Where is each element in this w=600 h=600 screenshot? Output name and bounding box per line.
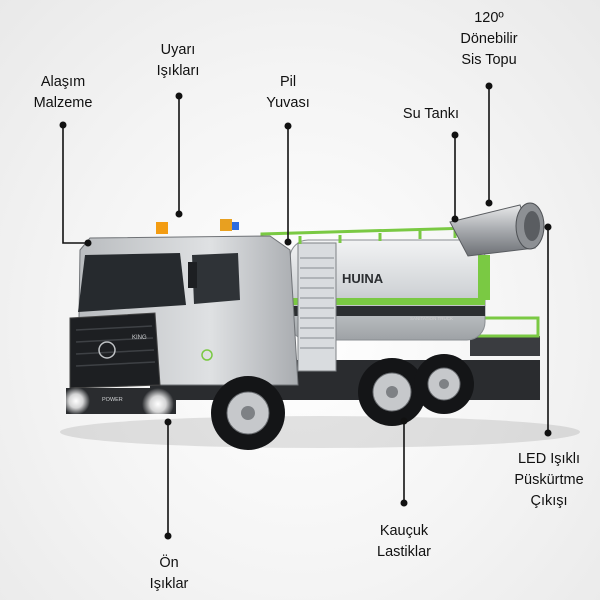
callout-alloy <box>59 121 92 247</box>
rear-platform <box>470 336 540 356</box>
grille-logo <box>98 341 116 359</box>
callout-front-lights <box>164 418 172 540</box>
front-wheel <box>211 376 285 450</box>
bumper-power-text: POWER <box>102 397 123 403</box>
label-water-tank: Su Tankı <box>402 106 460 122</box>
tank-sanitation-text: SANITATION TRUCK <box>410 316 453 321</box>
recycle-icon <box>201 349 213 361</box>
battery-door <box>300 257 334 349</box>
fog-cannon <box>449 202 545 300</box>
beacon-left <box>156 222 168 234</box>
callout-fog-cannon <box>485 82 493 207</box>
beacon-blue <box>232 222 239 230</box>
rear-wheel-2 <box>414 354 474 414</box>
headlight-right <box>142 388 174 420</box>
water-tank: HUINA SANITATION TRUCK <box>289 239 486 372</box>
side-window <box>192 253 240 304</box>
callout-rubber-tires <box>400 417 408 507</box>
callout-warning-lights <box>175 92 183 218</box>
cab-badge-text: KING <box>132 335 147 341</box>
headlight-left <box>62 387 90 415</box>
windshield <box>78 253 186 312</box>
callout-led-spray <box>544 223 552 437</box>
ground-shadow <box>60 416 580 448</box>
mirror <box>188 262 197 288</box>
beacon-right <box>220 219 232 231</box>
callout-battery <box>284 122 292 246</box>
tank-brand-text: HUINA <box>342 271 384 286</box>
rear-wheel-1 <box>358 358 426 426</box>
callout-water-tank <box>451 131 459 223</box>
